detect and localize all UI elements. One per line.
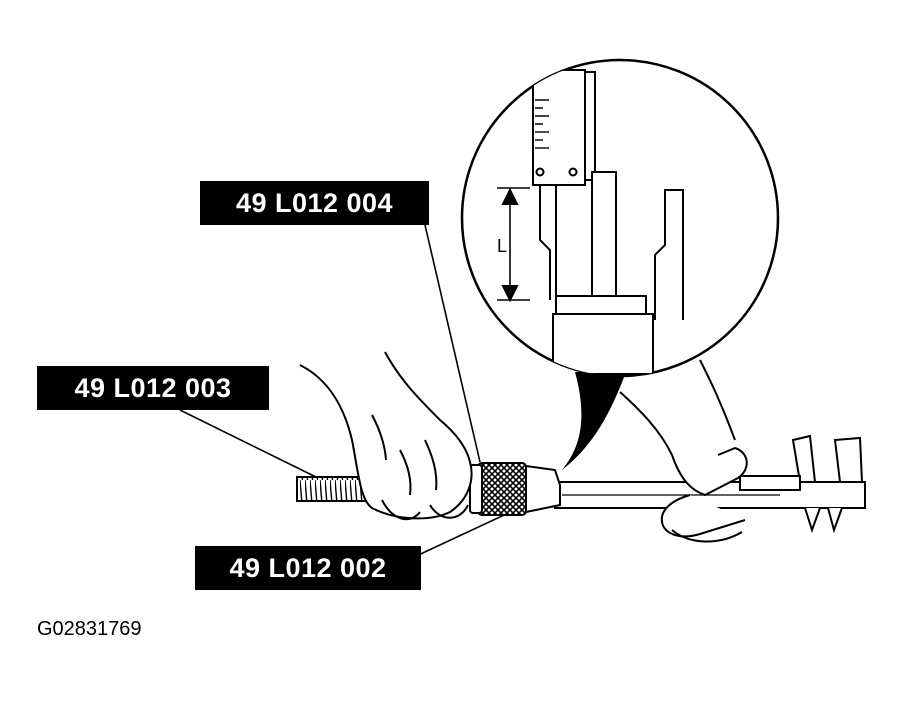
left-hand-drawing [299,351,473,521]
leader-lines [179,224,516,559]
caliper-fixed-jaw [833,436,864,483]
callout-part-49-l012-002: 49 L012 002 [195,546,421,590]
tool-collar [469,462,561,516]
scale-ticks [535,99,549,149]
adapter-sleeve [525,464,561,514]
knurled-collar [477,462,527,516]
magnifier-stem [562,372,626,470]
threaded-rod [296,476,370,502]
dimension-label: L [497,236,507,256]
leader-line-002 [411,509,516,559]
gauge-block [591,171,617,301]
part-profile [654,189,684,320]
figure-id-label: G02831769 [37,618,142,640]
caliper-moving-jaw [791,434,817,483]
leader-line-004 [424,224,481,463]
depth-rod [539,185,551,300]
callout-part-49-l012-004: 49 L012 004 [200,181,429,225]
right-hand-drawing [619,359,748,543]
callout-part-49-l012-003: 49 L012 003 [37,366,269,410]
leader-line-003 [179,409,319,479]
magnified-detail-circle: L [460,58,780,470]
